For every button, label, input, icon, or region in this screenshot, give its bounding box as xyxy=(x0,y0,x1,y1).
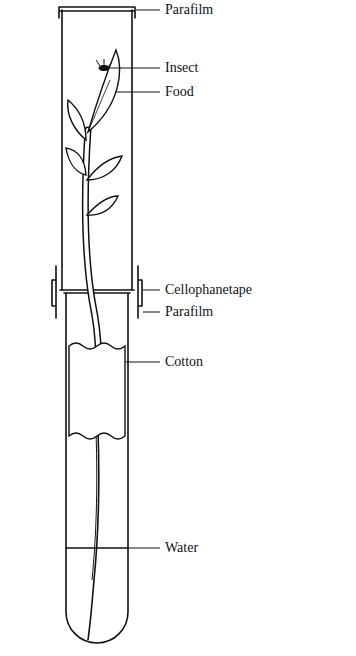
upper-tube-rim xyxy=(60,289,134,291)
part-label: Cotton xyxy=(165,355,203,369)
part-label: Parafilm xyxy=(165,305,213,319)
part-label: Cellophanetape xyxy=(165,283,252,297)
part-label: Water xyxy=(165,541,198,555)
insect xyxy=(96,59,112,71)
upper-tube xyxy=(62,10,132,290)
leader-lines xyxy=(110,10,160,548)
cotton-plug xyxy=(69,343,125,439)
part-label: Insect xyxy=(165,61,198,75)
lower-tube xyxy=(64,293,130,643)
part-label: Parafilm xyxy=(165,3,213,17)
top-parafilm xyxy=(59,7,135,18)
part-label: Food xyxy=(165,85,194,99)
